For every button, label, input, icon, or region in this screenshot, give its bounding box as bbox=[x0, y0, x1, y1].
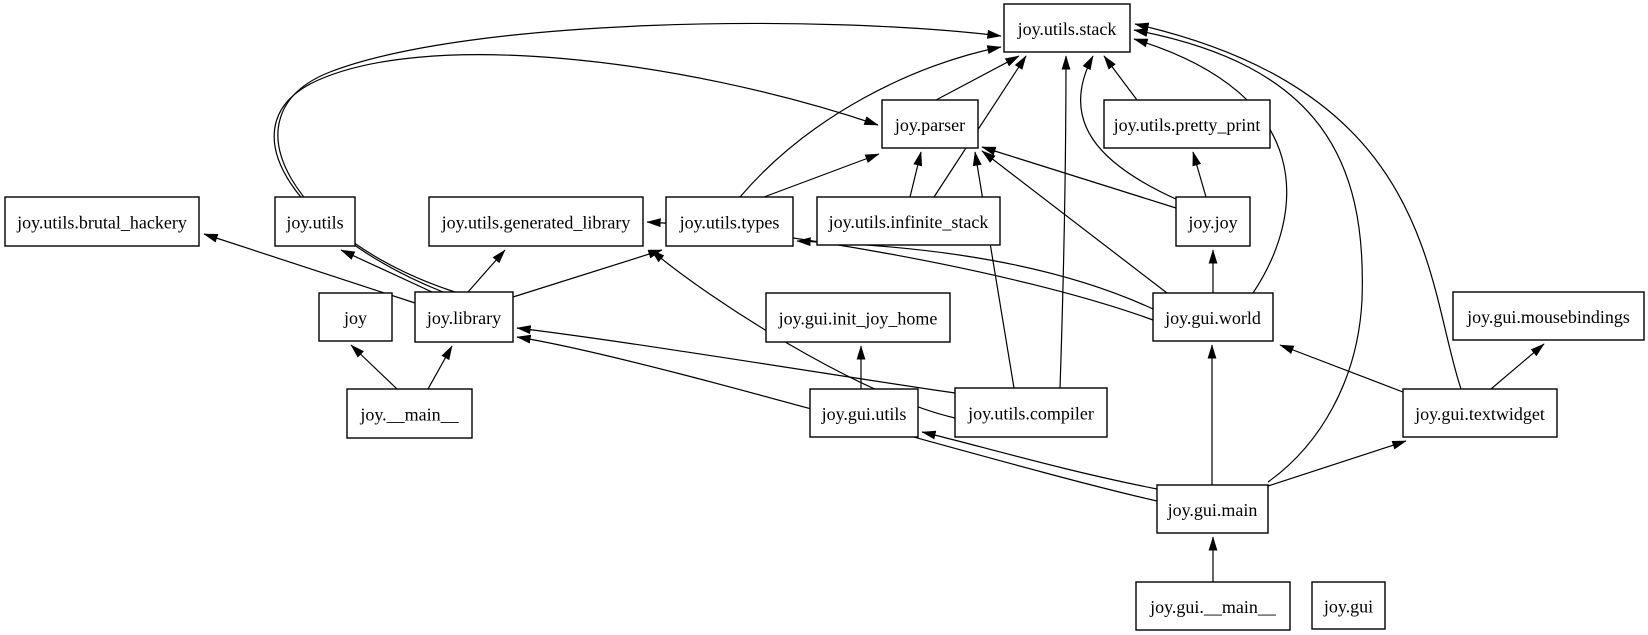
node-joy_utils_types: joy.utils.types bbox=[665, 196, 794, 247]
edge-joy_library-to-joy_parser bbox=[273, 54, 879, 293]
node-label-joy_gui_mousebindings: joy.gui.mousebindings bbox=[1466, 307, 1630, 327]
node-joy_parser: joy.parser bbox=[881, 99, 979, 149]
edge-joy_utils_compiler-to-joy_library bbox=[516, 325, 956, 394]
node-label-joy_utils_compiler: joy.utils.compiler bbox=[967, 404, 1094, 424]
node-box-joy_utils_stack bbox=[1003, 3, 1131, 53]
edge-joy_utils_types-to-joy_parser bbox=[763, 153, 880, 198]
edges-layer bbox=[203, 22, 1545, 582]
edge-joy_joy-to-joy_utils_stack bbox=[1080, 55, 1179, 201]
node-joy_gui_main: joy.gui.main bbox=[1156, 484, 1269, 534]
node-joy_utils_infinite_stack: joy.utils.infinite_stack bbox=[816, 196, 1001, 246]
node-joy_library: joy.library bbox=[414, 291, 514, 343]
edge-joy_library-to-joy_utils bbox=[340, 249, 433, 293]
edge-joy_dunder_main-to-joy bbox=[350, 344, 398, 390]
node-box-joy_gui_main bbox=[1156, 484, 1269, 534]
node-box-joy_gui_init_joy_home bbox=[765, 292, 951, 343]
node-box-joy_gui_dunder_main bbox=[1135, 581, 1291, 631]
nodes-layer: joy.utils.stack joy.parser joy.utils.prett… bbox=[4, 3, 1645, 631]
node-box-joy_gui_utils bbox=[809, 388, 919, 438]
edge-joy_utils_types-to-joy_utils_stack bbox=[739, 45, 1002, 198]
edge-joy_utils_compiler-to-joy_utils_stack bbox=[1059, 55, 1071, 389]
node-joy_utils_generated_library: joy.utils.generated_library bbox=[428, 196, 644, 247]
node-joy_dunder_main: joy.__main__ bbox=[346, 388, 473, 439]
node-joy_gui_init_joy_home: joy.gui.init_joy_home bbox=[765, 292, 951, 343]
node-box-joy_gui_textwidget bbox=[1402, 388, 1558, 438]
node-joy_gui: joy.gui bbox=[1311, 581, 1386, 630]
node-box-joy_utils_infinite_stack bbox=[816, 196, 1001, 246]
edge-joy_joy-to-joy_utils_pretty_print bbox=[1192, 151, 1207, 198]
node-label-joy_gui_dunder_main: joy.gui.__main__ bbox=[1149, 597, 1277, 617]
node-joy_gui_world: joy.gui.world bbox=[1152, 292, 1274, 342]
edge-joy_gui_main-to-joy_utils_stack bbox=[1133, 28, 1363, 483]
edge-joy_utils_infinite_stack-to-joy_utils_stack bbox=[933, 55, 1027, 198]
edge-joy_gui_textwidget-to-joy_gui_world bbox=[1279, 344, 1404, 393]
edge-joy_library-to-joy_utils_generated_library bbox=[467, 249, 506, 293]
node-box-joy_utils_brutal_hackery bbox=[4, 196, 200, 247]
node-joy_gui_textwidget: joy.gui.textwidget bbox=[1402, 388, 1558, 438]
node-box-joy_gui_world bbox=[1152, 292, 1274, 342]
node-label-joy_gui_world: joy.gui.world bbox=[1164, 308, 1261, 328]
edge-joy_utils_pretty_print-to-joy_utils_stack bbox=[1103, 55, 1138, 101]
edge-joy_gui_textwidget-to-joy_gui_mousebindings bbox=[1490, 343, 1545, 390]
edge-joy_library-to-joy_utils_stack bbox=[277, 22, 1002, 293]
node-label-joy_utils_generated_library: joy.utils.generated_library bbox=[441, 213, 631, 233]
node-box-joy_dunder_main bbox=[346, 388, 473, 439]
node-label-joy_library: joy.library bbox=[426, 308, 501, 328]
node-box-joy bbox=[318, 292, 393, 342]
edge-joy_gui_world-to-joy_parser bbox=[981, 150, 1168, 294]
node-box-joy_utils_pretty_print bbox=[1103, 99, 1271, 149]
node-label-joy_parser: joy.parser bbox=[894, 115, 965, 135]
node-joy_utils_compiler: joy.utils.compiler bbox=[954, 387, 1108, 438]
node-joy_joy: joy.joy bbox=[1175, 196, 1251, 247]
edge-joy_gui_main-to-joy_gui_utils bbox=[921, 430, 1158, 490]
node-box-joy_utils_compiler bbox=[954, 387, 1108, 438]
node-joy_gui_utils: joy.gui.utils bbox=[809, 388, 919, 438]
node-label-joy_utils_stack: joy.utils.stack bbox=[1017, 19, 1117, 39]
node-label-joy_gui_main: joy.gui.main bbox=[1167, 500, 1258, 520]
edge-joy_utils_infinite_stack-to-joy_parser bbox=[909, 151, 923, 198]
node-box-joy_joy bbox=[1175, 196, 1251, 247]
node-label-joy: joy bbox=[343, 308, 367, 328]
node-label-joy_gui_textwidget: joy.gui.textwidget bbox=[1414, 404, 1545, 424]
node-box-joy_library bbox=[414, 291, 514, 343]
node-joy: joy bbox=[318, 292, 393, 342]
node-label-joy_utils_infinite_stack: joy.utils.infinite_stack bbox=[828, 212, 989, 232]
node-label-joy_joy: joy.joy bbox=[1187, 213, 1237, 233]
edge-joy_joy-to-joy_parser bbox=[981, 146, 1177, 209]
node-label-joy_utils: joy.utils bbox=[285, 213, 343, 233]
node-label-joy_utils_types: joy.utils.types bbox=[679, 213, 780, 233]
node-joy_utils_pretty_print: joy.utils.pretty_print bbox=[1103, 99, 1271, 149]
node-label-joy_gui_init_joy_home: joy.gui.init_joy_home bbox=[778, 309, 938, 329]
node-joy_utils_brutal_hackery: joy.utils.brutal_hackery bbox=[4, 196, 200, 247]
node-label-joy_dunder_main: joy.__main__ bbox=[359, 405, 459, 425]
node-box-joy_gui bbox=[1311, 581, 1386, 630]
node-label-joy_gui: joy.gui bbox=[1323, 597, 1373, 617]
node-label-joy_gui_utils: joy.gui.utils bbox=[821, 404, 907, 424]
node-box-joy_utils bbox=[274, 196, 356, 247]
edge-joy_library-to-joy_utils_brutal_hackery bbox=[203, 233, 416, 304]
edge-joy_gui_main-to-joy_gui_textwidget bbox=[1267, 440, 1407, 487]
node-joy_utils_stack: joy.utils.stack bbox=[1003, 3, 1131, 53]
edge-joy_dunder_main-to-joy_library bbox=[427, 345, 453, 390]
edge-joy_library-to-joy_utils_types bbox=[512, 249, 663, 298]
node-box-joy_utils_types bbox=[665, 196, 794, 247]
node-label-joy_utils_brutal_hackery: joy.utils.brutal_hackery bbox=[16, 213, 187, 233]
node-joy_utils: joy.utils bbox=[274, 196, 356, 247]
node-box-joy_gui_mousebindings bbox=[1452, 291, 1645, 341]
edge-joy_parser-to-joy_utils_stack bbox=[935, 55, 1020, 101]
edge-joy_gui_textwidget-to-joy_utils_stack bbox=[1134, 22, 1462, 390]
node-box-joy_utils_generated_library bbox=[428, 196, 644, 247]
node-box-joy_parser bbox=[881, 99, 979, 149]
node-label-joy_utils_pretty_print: joy.utils.pretty_print bbox=[1113, 115, 1261, 135]
edge-joy_utils_compiler-to-joy_parser bbox=[972, 151, 1015, 389]
edge-joy_gui_world-to-joy_utils_stack bbox=[1133, 38, 1288, 294]
node-joy_gui_mousebindings: joy.gui.mousebindings bbox=[1452, 291, 1645, 341]
node-joy_gui_dunder_main: joy.gui.__main__ bbox=[1135, 581, 1291, 631]
